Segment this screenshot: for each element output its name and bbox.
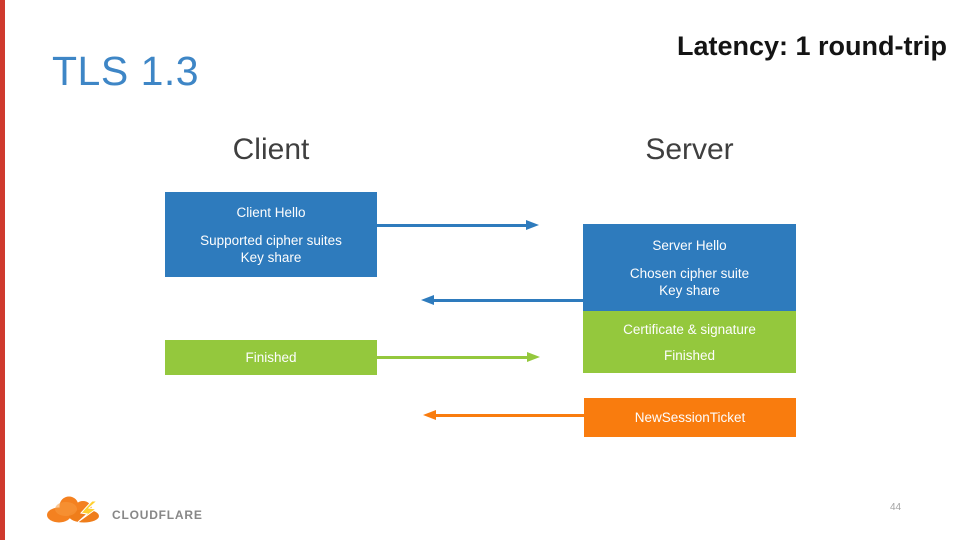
cloudflare-logo: CLOUDFLARE <box>44 493 203 528</box>
client-hello-details: Supported cipher suites Key share <box>200 232 342 266</box>
latency-note: Latency: 1 round-trip <box>676 31 947 61</box>
client-finished-label: Finished <box>245 350 297 365</box>
client-hello-box: Client Hello Supported cipher suites Key… <box>165 192 377 277</box>
new-session-ticket-arrow-icon <box>423 410 584 420</box>
finished-arrow-icon <box>377 352 540 362</box>
slide-title: TLS 1.3 <box>52 48 200 94</box>
server-hello-title: Server Hello <box>652 237 727 253</box>
client-hello-title: Client Hello <box>236 204 306 220</box>
left-accent-bar <box>0 0 5 540</box>
client-hello-detail-1: Supported cipher suites <box>200 232 342 248</box>
certificate-line-2: Finished <box>663 347 716 363</box>
server-hello-detail-2: Key share <box>659 282 720 298</box>
client-finished-box: Finished <box>165 340 377 375</box>
server-column-header: Server <box>645 133 734 166</box>
server-hello-box: Server Hello Chosen cipher suite Key sha… <box>583 224 796 311</box>
certificate-box: Certificate & signature Finished <box>583 311 796 373</box>
client-hello-detail-2: Key share <box>240 249 302 265</box>
certificate-line-1: Certificate & signature <box>623 321 756 337</box>
new-session-ticket-label: NewSessionTicket <box>634 410 746 425</box>
client-hello-arrow-icon <box>377 220 539 230</box>
cloudflare-cloud-icon <box>44 493 106 528</box>
page-number: 44 <box>890 502 902 513</box>
server-hello-details: Chosen cipher suite Key share <box>630 265 749 299</box>
server-hello-arrow-icon <box>421 295 583 305</box>
new-session-ticket-box: NewSessionTicket <box>584 398 796 437</box>
client-column-header: Client <box>232 133 310 166</box>
cloudflare-wordmark: CLOUDFLARE <box>112 507 203 522</box>
server-hello-detail-1: Chosen cipher suite <box>629 265 750 281</box>
